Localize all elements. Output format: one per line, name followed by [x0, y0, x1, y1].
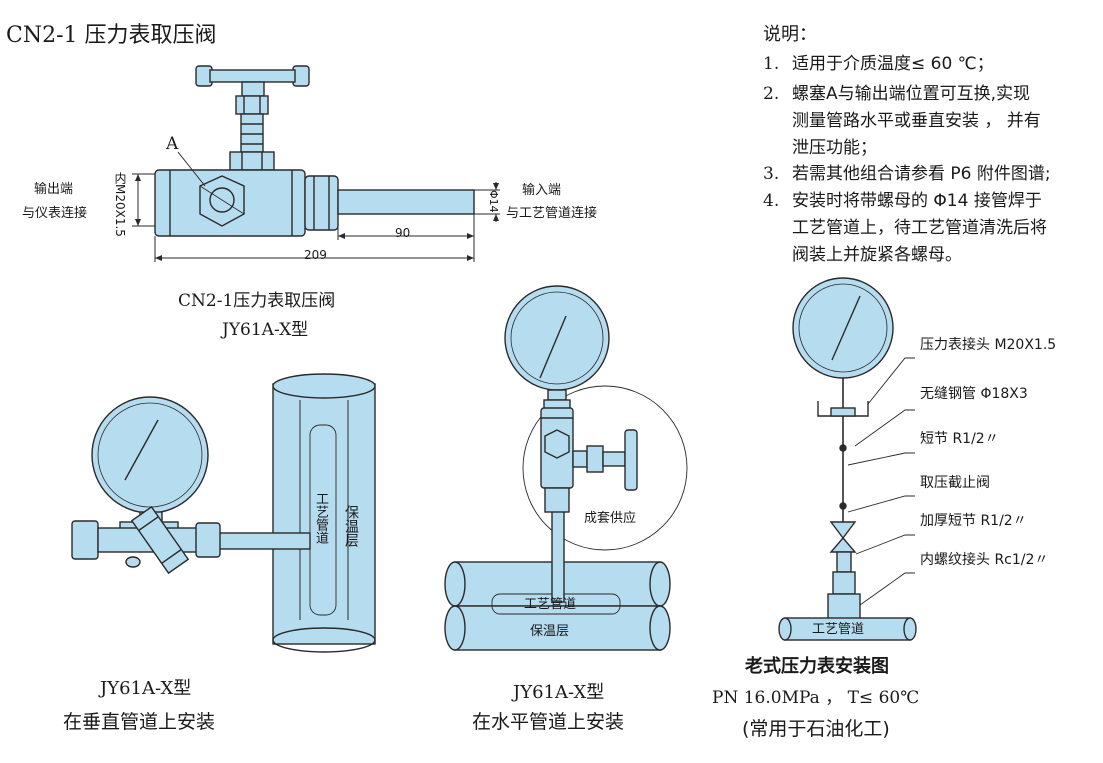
horizontal-caption-1: JY61A-X型: [513, 682, 605, 703]
note-2-line-1: 螺塞A与输出端位置可互换,实现: [792, 84, 1031, 104]
note-4-line-1: 安装时将带螺母的 Φ14 接管焊于: [792, 191, 1042, 211]
note-4-line-2: 工艺管道上，待工艺管道清洗后将: [792, 218, 1047, 238]
old-style-caption-1: 老式压力表安装图: [745, 656, 889, 677]
dimension-lines: [132, 151, 500, 262]
vertical-insulation-label: 保温层: [343, 505, 359, 547]
note-3-line-1: 若需其他组合请参看 P6 附件图谱;: [792, 164, 1051, 184]
horizontal-install: [444, 285, 688, 651]
note-num-4: 4.: [763, 191, 780, 211]
old-style-install: [778, 277, 917, 641]
note-4-line-3: 阀装上并旋紧各螺母。: [792, 245, 962, 265]
note-2-line-3: 泄压功能；: [792, 138, 877, 158]
valve-drawing: [154, 65, 475, 237]
callout-seamless-pipe: 无缝钢管 Φ18X3: [920, 386, 1028, 402]
note-num-2: 2.: [763, 84, 780, 104]
callout-thick-nipple: 加厚短节 R1/2〃: [920, 513, 1027, 529]
callout-stop-valve: 取压截止阀: [920, 475, 990, 491]
thread-spec-label: 内M20X1.5: [113, 172, 127, 237]
output-desc-label: 与仪表连接: [22, 206, 88, 221]
horizontal-pipe-label: 工艺管道: [524, 597, 577, 612]
horizontal-insulation-label: 保温层: [530, 624, 570, 639]
old-style-pipe-label: 工艺管道: [812, 622, 865, 637]
callout-nipple: 短节 R1/2〃: [920, 431, 999, 447]
valve-caption-1: CN2-1压力表取压阀: [178, 291, 336, 311]
dimension-90: 90: [395, 226, 411, 240]
note-num-3: 3.: [763, 164, 780, 184]
page-title: CN2-1 压力表取压阀: [6, 23, 217, 48]
old-style-caption-2: PN 16.0MPa ， T≤ 60℃: [712, 688, 920, 708]
notes-heading: 说明：: [763, 24, 817, 45]
vertical-install: [71, 373, 376, 653]
callout-threaded-joint: 内螺纹接头 Rc1/2〃: [920, 552, 1049, 568]
old-style-caption-3: (常用于石油化工): [742, 718, 890, 740]
note-1-line-1: 适用于介质温度≤ 60 ℃；: [792, 54, 994, 74]
output-label: 输出端: [34, 182, 74, 197]
dimension-209: 209: [304, 248, 327, 262]
pipe-diameter-label: Φ14: [487, 190, 500, 213]
vertical-caption-1: JY61A-X型: [100, 678, 192, 699]
horizontal-caption-2: 在水平管道上安装: [472, 711, 625, 733]
note-2-line-2: 测量管路水平或垂直安装 ， 并有: [792, 111, 1041, 131]
plug-a-label: A: [166, 134, 179, 154]
input-desc-label: 与工艺管道连接: [506, 206, 598, 221]
input-label: 输入端: [522, 183, 562, 198]
note-num-1: 1.: [763, 54, 780, 74]
valve-caption-2: JY61A-X型: [222, 320, 309, 340]
assembly-supplied-label: 成套供应: [584, 511, 637, 526]
vertical-caption-2: 在垂直管道上安装: [63, 711, 216, 733]
vertical-pipe-label: 工艺管道: [313, 492, 328, 544]
callout-gauge-connector: 压力表接头 M20X1.5: [920, 337, 1057, 353]
